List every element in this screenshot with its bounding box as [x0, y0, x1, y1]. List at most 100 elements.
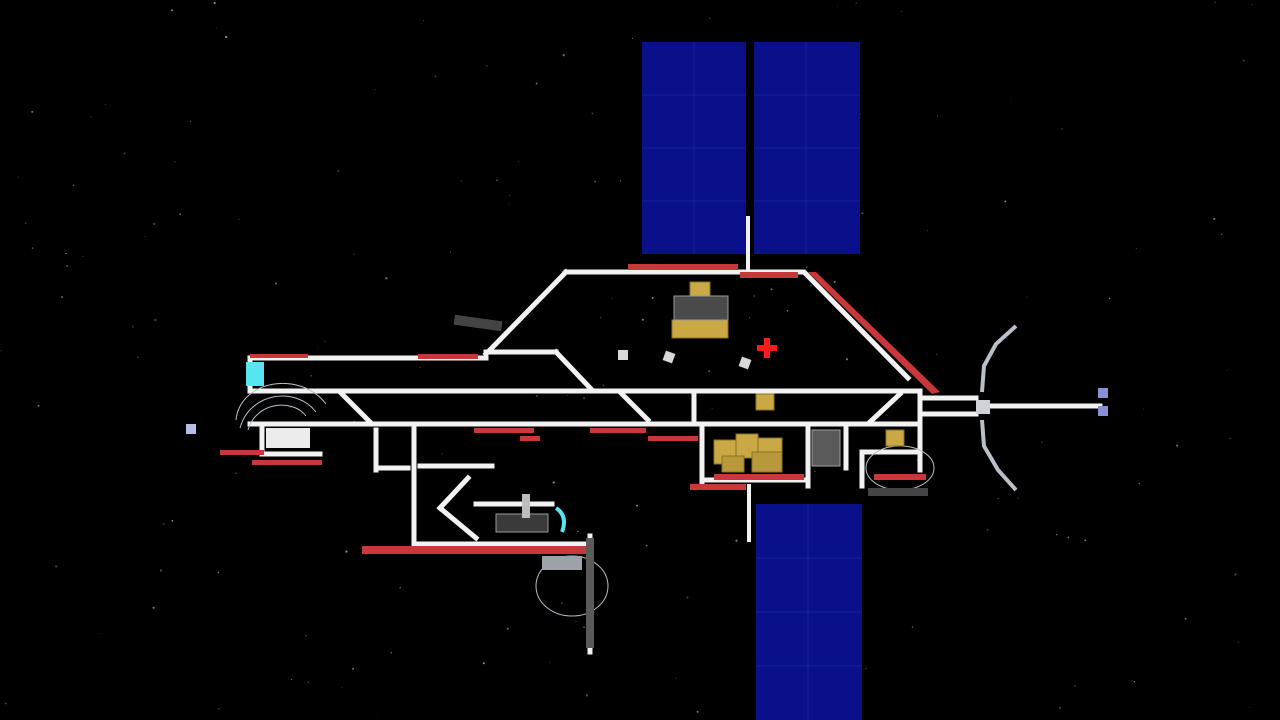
star: [152, 606, 155, 609]
star: [179, 213, 182, 216]
star: [441, 453, 443, 455]
star: [1010, 98, 1012, 100]
star: [619, 180, 622, 182]
solar-grid-bottom: [756, 504, 862, 720]
star: [1138, 482, 1140, 485]
star: [566, 395, 568, 396]
star: [65, 252, 67, 255]
star: [225, 35, 228, 39]
star: [423, 20, 424, 22]
solar-array-bottom[interactable]: [747, 484, 862, 720]
cyan-terminal[interactable]: [246, 362, 264, 386]
solar-grid-top: [642, 42, 860, 254]
pillar: [522, 494, 530, 518]
star: [1249, 706, 1251, 708]
bed[interactable]: [266, 428, 310, 448]
star: [1242, 59, 1245, 62]
crew-robot-icon[interactable]: [662, 350, 676, 364]
crew-robot-icon[interactable]: [186, 424, 196, 434]
star: [900, 11, 902, 12]
star: [153, 223, 155, 225]
star: [353, 253, 355, 255]
cargo-crate-icon[interactable]: [885, 429, 905, 447]
star: [562, 54, 565, 57]
crew-robot-icon[interactable]: [738, 356, 752, 370]
star: [1017, 497, 1019, 499]
star: [1184, 617, 1187, 620]
star: [865, 667, 867, 669]
star: [450, 251, 451, 253]
star: [845, 358, 849, 361]
star: [317, 347, 319, 349]
star: [552, 481, 555, 484]
cargo-storage[interactable]: [671, 281, 905, 473]
star: [786, 310, 789, 312]
cargo-crate-icon[interactable]: [721, 455, 745, 473]
star: [341, 687, 343, 689]
star: [482, 662, 485, 665]
star: [911, 626, 914, 628]
star: [352, 667, 355, 670]
crew-robot-icon[interactable]: [618, 350, 628, 360]
star: [1108, 297, 1111, 300]
star: [582, 397, 586, 400]
star: [4, 702, 7, 705]
star: [171, 519, 174, 522]
star: [0, 350, 2, 352]
star: [926, 230, 928, 232]
red-cross-cursor-icon: [757, 338, 777, 358]
star: [385, 277, 388, 280]
machine[interactable]: [811, 429, 841, 467]
star: [337, 169, 340, 172]
cargo-crate-icon[interactable]: [671, 319, 729, 339]
star: [37, 404, 40, 407]
star: [583, 626, 585, 629]
star: [190, 120, 192, 122]
telescope[interactable]: [453, 314, 503, 332]
star: [611, 298, 613, 300]
storage-rack[interactable]: [673, 295, 729, 321]
star: [460, 180, 462, 182]
star: [753, 295, 755, 297]
star: [82, 255, 84, 257]
docking-ring[interactable]: [976, 324, 1108, 492]
star: [861, 212, 864, 215]
star: [508, 204, 510, 206]
star: [345, 550, 348, 553]
star: [708, 370, 711, 373]
thruster[interactable]: [868, 488, 928, 496]
star: [235, 472, 237, 474]
star: [508, 194, 511, 197]
star: [24, 222, 27, 225]
star: [814, 470, 816, 472]
star: [1143, 408, 1145, 410]
star: [123, 152, 126, 155]
star: [651, 296, 654, 299]
star: [1213, 217, 1216, 221]
cargo-crate-icon[interactable]: [755, 393, 775, 411]
star: [374, 89, 376, 91]
star: [1084, 539, 1087, 542]
cargo-crate-icon[interactable]: [751, 451, 783, 473]
star: [855, 2, 857, 4]
star: [936, 115, 939, 117]
star: [17, 176, 19, 178]
star: [600, 316, 602, 319]
star: [1251, 4, 1253, 6]
star: [213, 2, 216, 5]
star: [836, 6, 838, 7]
star: [72, 184, 75, 187]
star: [174, 160, 176, 163]
star: [31, 110, 34, 113]
star: [90, 116, 92, 118]
solar-array-top[interactable]: [642, 42, 860, 272]
star: [170, 9, 173, 12]
console[interactable]: [542, 556, 582, 570]
machinery[interactable]: [246, 295, 928, 648]
star: [275, 282, 277, 285]
star: [238, 218, 240, 220]
star: [749, 317, 751, 319]
crew[interactable]: [186, 350, 752, 434]
